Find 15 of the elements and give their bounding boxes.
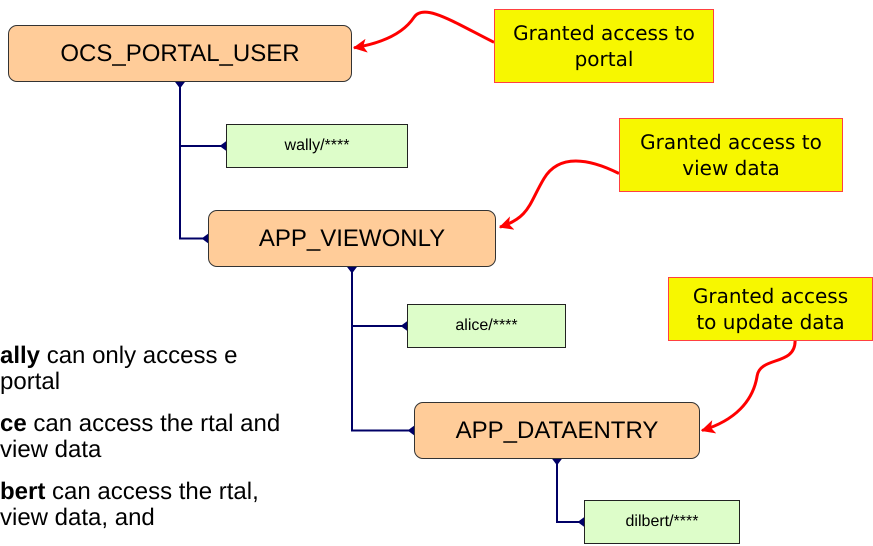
description-text: ally can only access e portal	[0, 343, 238, 395]
callout-note: Granted access to portal	[494, 9, 714, 83]
curved-arrow	[352, 10, 495, 52]
role-box: APP_DATAENTRY	[414, 402, 700, 459]
description-text: bert can access the rtal, view data, and	[0, 479, 260, 531]
curved-arrow	[498, 160, 620, 230]
callout-note: Granted access to view data	[619, 118, 843, 192]
role-box: OCS_PORTAL_USER	[8, 25, 352, 82]
description-text: ce can access the rtal and view data	[0, 411, 282, 463]
user-account-box: dilbert/****	[584, 500, 740, 544]
curved-arrow	[700, 340, 797, 434]
user-account-box: alice/****	[407, 304, 566, 348]
user-account-box: wally/****	[226, 124, 408, 168]
role-box: APP_VIEWONLY	[208, 210, 496, 267]
callout-note: Granted access to update data	[668, 277, 873, 341]
